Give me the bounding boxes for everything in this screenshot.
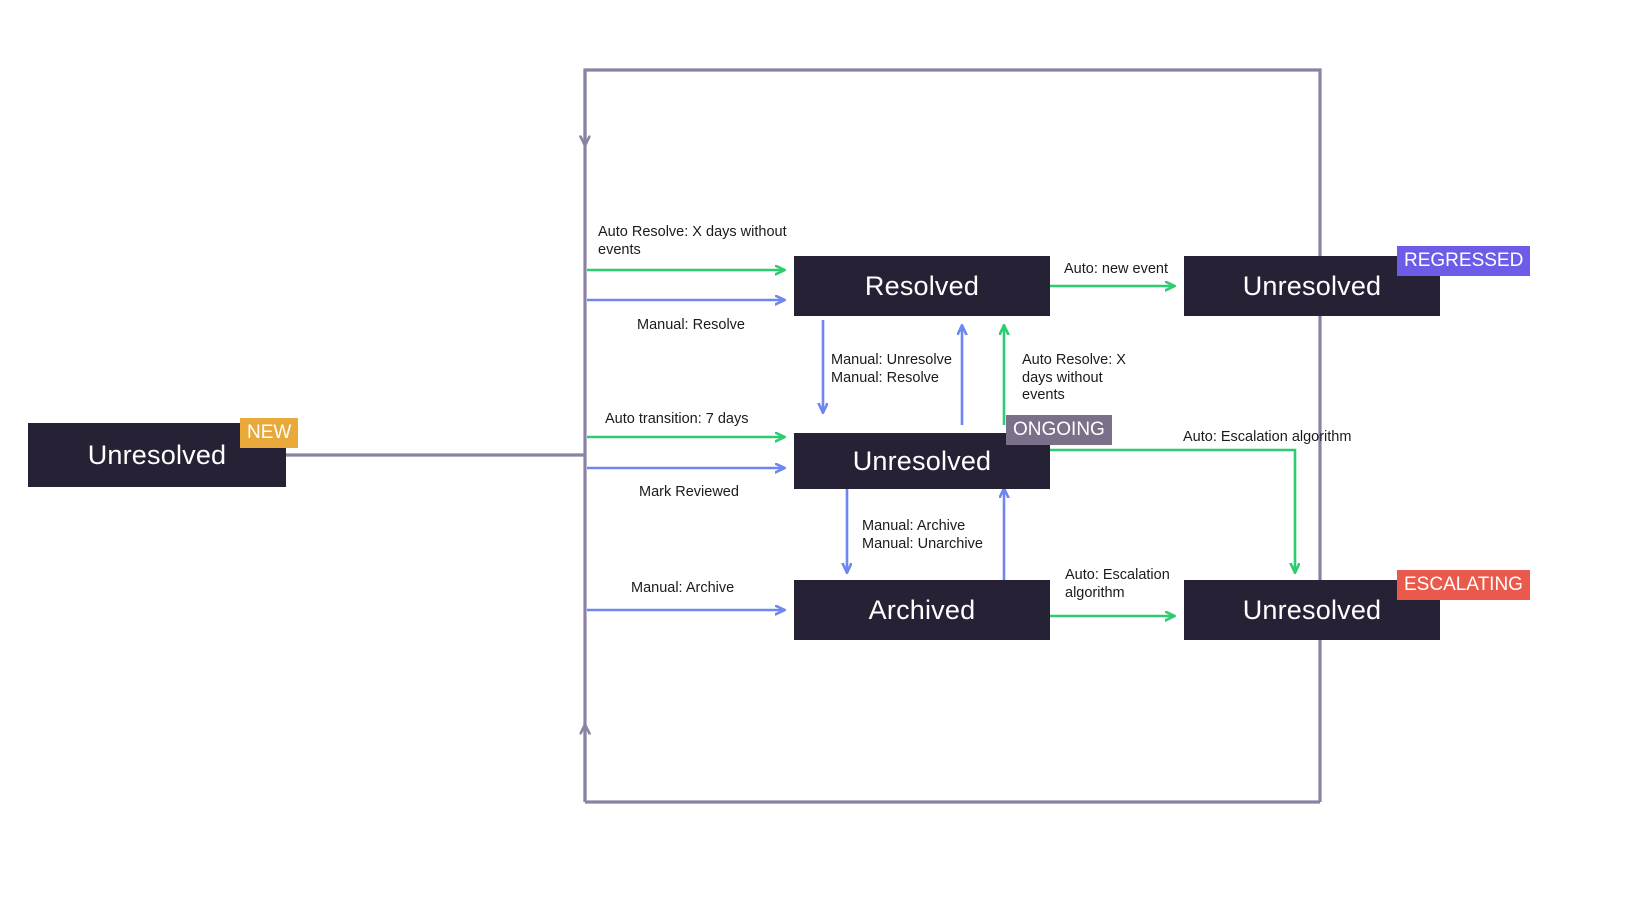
edge-label-manual-resolve-top: Manual: Resolve xyxy=(637,317,745,333)
edge-label-manual-unresolve-resolve: Manual: Unresolve Manual: Resolve xyxy=(831,352,952,386)
edge-label-auto-new-event: Auto: new event xyxy=(1064,261,1168,277)
state-node-archived[interactable]: Archived xyxy=(794,580,1050,640)
status-badge-text: REGRESSED xyxy=(1404,250,1524,271)
edge-label-manual-archive-unarchive: Manual: Archive Manual: Unarchive xyxy=(862,518,983,552)
state-node-label: Unresolved xyxy=(1242,270,1382,301)
edge-label-auto-resolve-x-days: Auto Resolve: X days without events xyxy=(598,224,787,258)
status-badge-text: ESCALATING xyxy=(1404,574,1523,595)
edge-label-auto-resolve-x-days-up: Auto Resolve: X days without events xyxy=(1022,352,1126,403)
edge-label-auto-escalation-algo: Auto: Escalation algorithm xyxy=(1065,567,1170,601)
frame-loop-edges xyxy=(286,68,1322,804)
edge-label-manual-archive: Manual: Archive xyxy=(631,580,735,596)
status-badge-ongoing: ONGOING xyxy=(1006,415,1112,445)
manual-transition-edges xyxy=(587,300,1004,610)
state-node-label: Unresolved xyxy=(87,439,227,470)
state-node-label: Unresolved xyxy=(852,445,992,476)
status-badge-regressed: REGRESSED xyxy=(1397,246,1531,276)
state-node-label: Unresolved xyxy=(1242,594,1382,625)
status-badge-escalating: ESCALATING xyxy=(1397,570,1530,600)
auto-transition-edges xyxy=(587,270,1295,616)
status-badge-new: NEW xyxy=(240,418,299,448)
state-node-label: Archived xyxy=(868,594,976,625)
status-badge-text: NEW xyxy=(247,422,292,443)
status-badge-text: ONGOING xyxy=(1013,419,1105,440)
edge-label-mark-reviewed: Mark Reviewed xyxy=(639,484,739,500)
edge-auto-escalation-from-ongoing xyxy=(1050,448,1295,572)
state-node-resolved[interactable]: Resolved xyxy=(794,256,1050,316)
state-node-label: Resolved xyxy=(864,270,980,301)
edge-label-auto-transition-7-days: Auto transition: 7 days xyxy=(605,411,749,427)
edge-label-auto-escalation-top: Auto: Escalation algorithm xyxy=(1183,429,1352,445)
